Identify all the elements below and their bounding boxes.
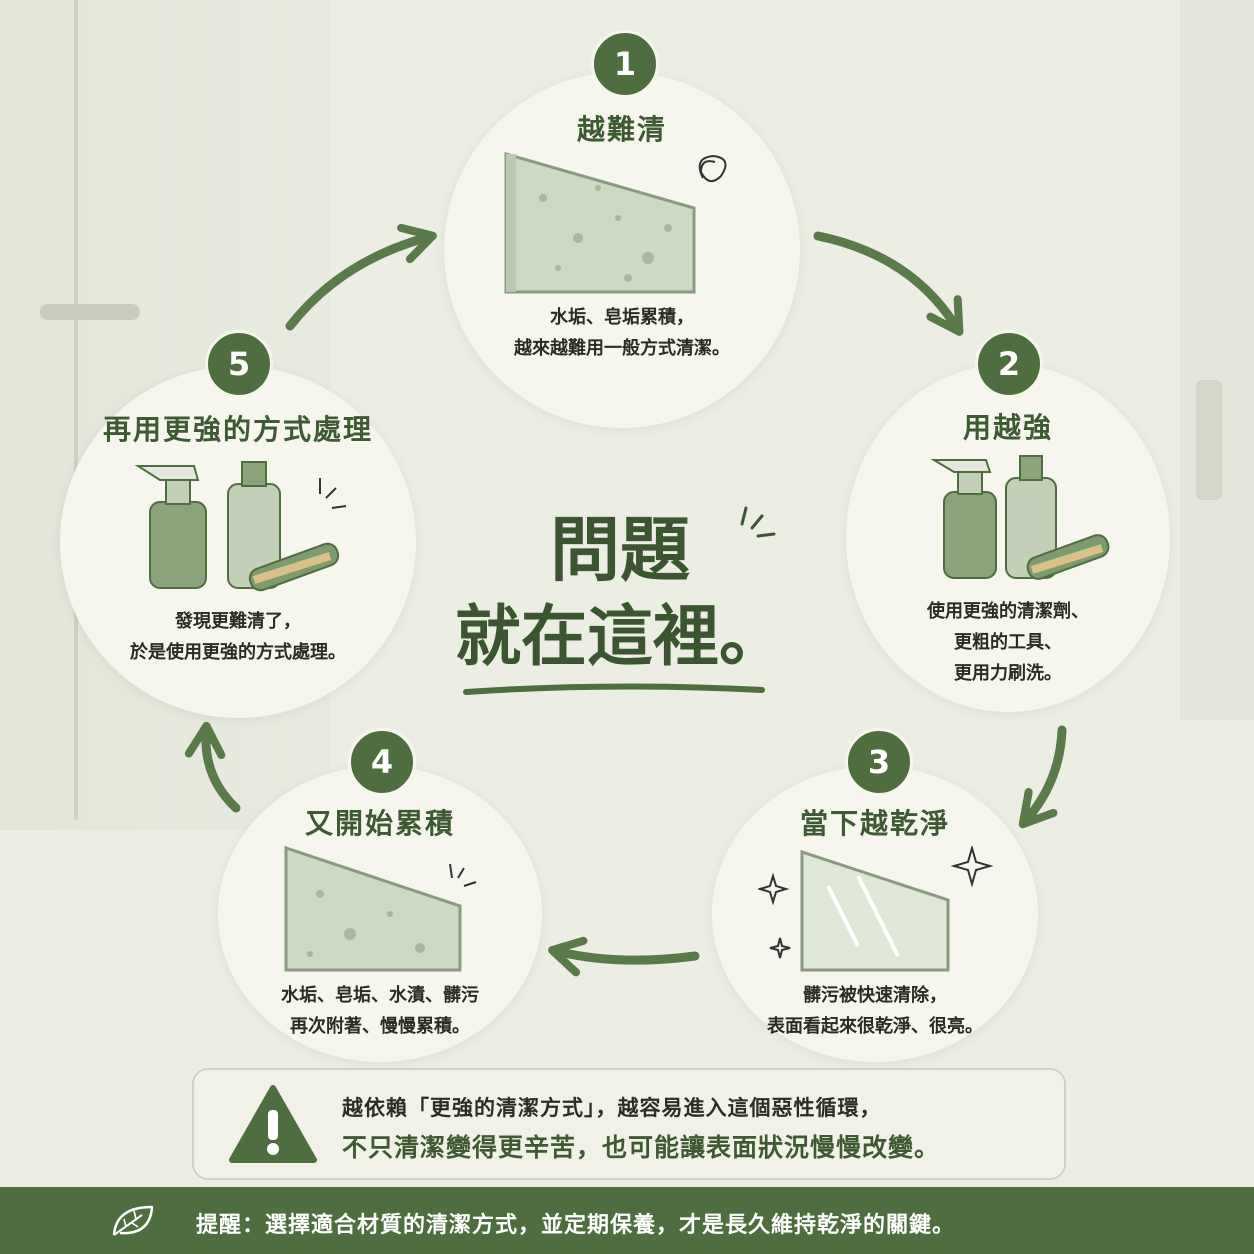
background-door-handle [40, 304, 140, 320]
step-1-desc-line-1: 水垢、皂垢累積， [550, 307, 694, 328]
cleaning-products-icon [134, 461, 347, 592]
step-3-desc-line-2: 表面看起來很乾淨、很亮。 [767, 1016, 983, 1037]
dirty-glass-panel-icon [504, 152, 727, 294]
center-underline [463, 683, 765, 695]
stained-glass-panel-icon [284, 845, 477, 972]
step-5-title: 再用更強的方式處理 [102, 413, 373, 446]
step-4-number-badge: 4 [348, 728, 416, 796]
cleaning-products-icon [930, 455, 1110, 580]
footer-tip: 提醒：選擇適合材質的清潔方式，並定期保養，才是長久維持乾淨的關鍵。 [196, 1213, 956, 1238]
step-3-desc-line-1: 髒污被快速清除， [803, 985, 947, 1006]
center-title-line-2: 就在這裡。 [455, 597, 785, 675]
arrow-1-to-2 [813, 231, 964, 336]
footer-bar: 提醒：選擇適合材質的清潔方式，並定期保養，才是長久維持乾淨的關鍵。 [0, 1187, 1254, 1254]
warning-line-1: 越依賴「更強的清潔方式」，越容易進入這個惡性循環， [342, 1096, 882, 1120]
background-door-frame [74, 0, 78, 820]
arrow-3-to-4 [548, 936, 700, 977]
step-5-desc: 發現更難清了， 於是使用更強的方式處理。 [60, 606, 416, 668]
step-5-node: 再用更強的方式處理 發現更難清了， 於是使用更強的方式處理。 [60, 366, 416, 718]
background-faucet [1196, 380, 1222, 500]
sparkling-glass-panel-icon [758, 846, 994, 972]
step-4-node: 又開始累積 水垢、皂垢、水漬、髒污 再次附著、慢慢累積。 [218, 766, 542, 1062]
step-3-number-badge: 3 [845, 728, 913, 796]
step-1-number-badge: 1 [591, 30, 659, 98]
arrow-4-to-5 [184, 721, 241, 813]
step-2-desc-line-2: 更粗的工具、 [954, 632, 1062, 653]
step-2-number-badge: 2 [975, 330, 1043, 398]
step-3-title: 當下越乾淨 [799, 807, 950, 840]
step-1-desc-line-2: 越來越難用一般方式清潔。 [514, 338, 730, 359]
leaf-icon [112, 1205, 154, 1236]
step-2-title: 用越強 [962, 411, 1053, 444]
step-4-desc-line-2: 再次附著、慢慢累積。 [290, 1016, 470, 1037]
step-2-desc-line-3: 更用力刷洗。 [954, 663, 1062, 684]
arrow-5-to-1 [285, 223, 437, 331]
emphasis-marks-icon [740, 506, 776, 538]
step-2-desc: 使用更強的清潔劑、 更粗的工具、 更用力刷洗。 [846, 596, 1170, 689]
step-4-desc-line-1: 水垢、皂垢、水漬、髒污 [281, 985, 479, 1006]
step-1-desc: 水垢、皂垢累積， 越來越難用一般方式清潔。 [444, 302, 800, 364]
step-2-node: 用越強 使用更強的清潔劑、 更粗的工具、 更用力刷洗。 [846, 364, 1170, 712]
warning-line-2: 不只清潔變得更辛苦，也可能讓表面狀況慢慢改變。 [342, 1133, 941, 1162]
step-5-desc-line-2: 於是使用更強的方式處理。 [130, 642, 346, 663]
arrow-2-to-3 [1018, 725, 1067, 829]
step-4-title: 又開始累積 [304, 807, 455, 840]
step-5-desc-line-1: 發現更難清了， [175, 611, 301, 632]
center-title-line-1: 問題 [550, 508, 690, 591]
step-1-node: 越難清 水垢、皂垢累積， 越來越難用一般方式清潔。 [444, 72, 800, 428]
step-2-desc-line-1: 使用更強的清潔劑、 [927, 601, 1089, 622]
step-1-title: 越難清 [576, 113, 667, 146]
step-3-desc: 髒污被快速清除， 表面看起來很乾淨、很亮。 [712, 980, 1038, 1042]
background-wall-tiles [1180, 0, 1254, 720]
step-5-number-badge: 5 [205, 330, 273, 398]
warning-box: 越依賴「更強的清潔方式」，越容易進入這個惡性循環， 不只清潔變得更辛苦，也可能讓… [192, 1068, 1066, 1180]
step-4-desc: 水垢、皂垢、水漬、髒污 再次附著、慢慢累積。 [218, 980, 542, 1042]
warning-triangle-icon [229, 1085, 317, 1163]
step-3-node: 當下越乾淨 髒污被快速清除， 表面看起來很乾淨、很亮。 [712, 766, 1038, 1062]
